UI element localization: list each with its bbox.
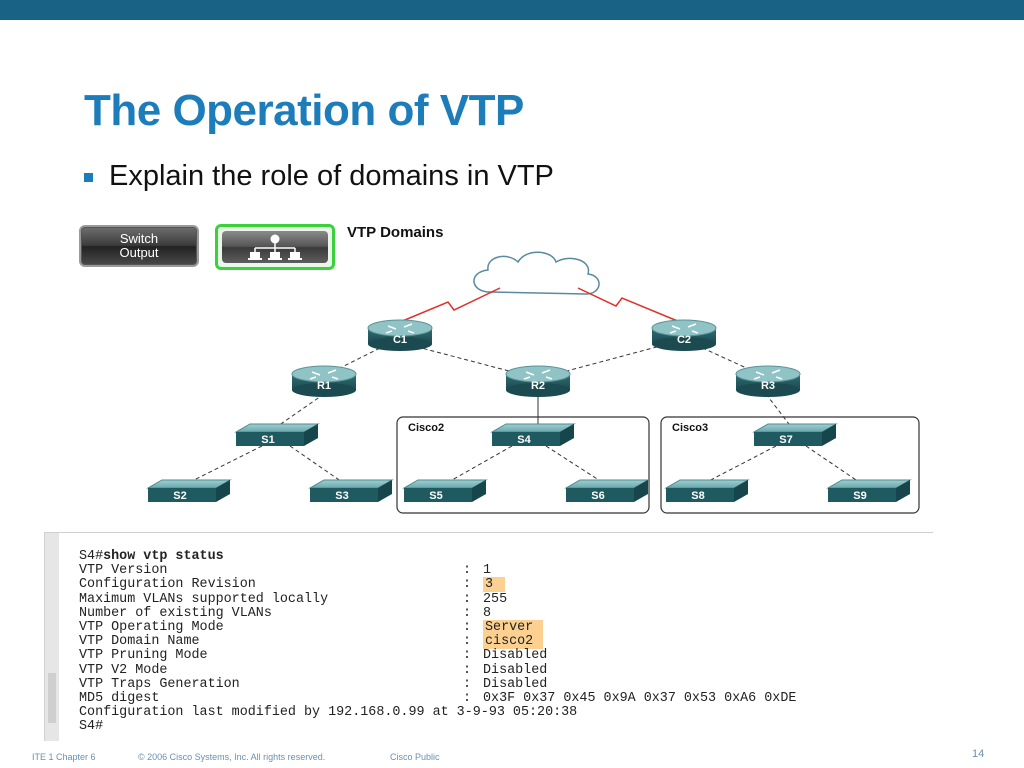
bullet-item: Explain the role of domains in VTP xyxy=(84,160,554,193)
domain-box-cisco2 xyxy=(396,416,650,514)
switch-s4: S4 xyxy=(490,423,576,446)
router-label-r2: R2 xyxy=(531,380,545,392)
highlighted-value: 3 xyxy=(483,577,506,593)
vtp-row: Number of existing VLANs:8 xyxy=(79,605,492,621)
footer-classification: Cisco Public xyxy=(390,752,440,762)
vtp-row: VTP Traps Generation:Disabled xyxy=(79,676,548,692)
switch-s9: S9 xyxy=(826,479,912,502)
bullet-text: Explain the role of domains in VTP xyxy=(109,160,554,192)
topology-view-button[interactable] xyxy=(215,224,335,270)
vtp-row: VTP V2 Mode:Disabled xyxy=(79,662,548,678)
vtp-row: Maximum VLANs supported locally:255 xyxy=(79,591,508,607)
switch-s5: S5 xyxy=(402,479,488,502)
switch-label-s1: S1 xyxy=(261,434,274,446)
router-label-r3: R3 xyxy=(761,380,775,392)
router-label-r1: R1 xyxy=(317,380,331,392)
vtp-row: MD5 digest:0x3F 0x37 0x45 0x9A 0x37 0x53… xyxy=(79,690,797,706)
switch-s7: S7 xyxy=(752,423,838,446)
highlighted-value: cisco2 xyxy=(483,634,544,650)
router-r1: R1 xyxy=(291,365,357,397)
end-prompt: S4# xyxy=(79,719,104,735)
switch-label-s7: S7 xyxy=(779,434,792,446)
switch-label-s4: S4 xyxy=(517,434,531,446)
footer-copyright: © 2006 Cisco Systems, Inc. All rights re… xyxy=(138,752,326,762)
switch-output-button[interactable]: Switch Output xyxy=(79,225,199,267)
switch-output-label-line1: Switch xyxy=(119,231,159,246)
domain-box-cisco3 xyxy=(660,416,920,514)
router-label-c2: C2 xyxy=(677,334,691,346)
command-line: S4#show vtp status xyxy=(79,549,224,564)
router-c2: C2 xyxy=(651,319,717,351)
switch-s6: S6 xyxy=(564,479,650,502)
switch-s1: S1 xyxy=(234,423,320,446)
diagram-title: VTP Domains xyxy=(347,224,444,241)
serial-link-c2 xyxy=(577,287,681,323)
switch-label-s9: S9 xyxy=(853,490,866,502)
switch-s3: S3 xyxy=(308,479,394,502)
switch-output-terminal: S4#show vtp status VTP Version:1 Configu… xyxy=(44,532,933,741)
vtp-row: Configuration Revision:3 xyxy=(79,577,796,593)
domain-label-cisco3: Cisco3 xyxy=(672,422,708,434)
network-topology-icon xyxy=(248,234,302,260)
vtp-row: VTP Operating Mode:Server xyxy=(79,619,796,635)
switch-label-s3: S3 xyxy=(335,490,348,502)
serial-link-c1 xyxy=(399,287,501,323)
terminal-output: S4#show vtp status VTP Version:1 Configu… xyxy=(79,549,797,735)
switch-label-s2: S2 xyxy=(173,490,186,502)
page-number: 14 xyxy=(972,748,985,760)
switch-s2: S2 xyxy=(146,479,232,502)
highlighted-value: Server xyxy=(483,619,544,635)
slide-title: The Operation of VTP xyxy=(84,86,524,135)
vtp-row: VTP Pruning Mode:Disabled xyxy=(79,648,548,664)
switch-label-s8: S8 xyxy=(691,490,704,502)
router-r3: R3 xyxy=(735,365,801,397)
last-modified-line: Configuration last modified by 192.168.0… xyxy=(79,705,578,721)
router-label-c1: C1 xyxy=(393,334,407,346)
switch-output-label-line2: Output xyxy=(119,245,159,260)
vtp-row: VTP Version:1 xyxy=(79,563,492,579)
router-r2: R2 xyxy=(505,365,571,397)
bullet-square-icon xyxy=(84,173,93,182)
switch-label-s5: S5 xyxy=(429,490,442,502)
terminal-scrollbar[interactable] xyxy=(45,533,59,741)
scrollbar-thumb[interactable] xyxy=(48,673,56,723)
switch-s8: S8 xyxy=(664,479,750,502)
router-c1: C1 xyxy=(367,319,433,351)
wan-cloud-icon xyxy=(473,251,600,295)
vtp-row: VTP Domain Name:cisco2 xyxy=(79,634,796,650)
switch-label-s6: S6 xyxy=(591,490,604,502)
footer-course: ITE 1 Chapter 6 xyxy=(32,752,96,762)
domain-label-cisco2: Cisco2 xyxy=(408,422,444,434)
vtp-topology-diagram: Cisco2 Cisco3 C1 C2 R1 R2 R3 xyxy=(146,251,920,514)
top-banner xyxy=(0,0,1024,20)
